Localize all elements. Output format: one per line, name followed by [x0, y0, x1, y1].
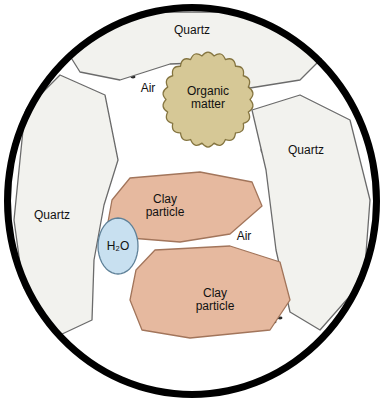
- clay-particle: Clay particle: [130, 246, 290, 338]
- water-drop-label: H₂O: [107, 240, 130, 253]
- water-drop: H₂O: [98, 218, 138, 274]
- organic-matter-blob-shape: [163, 52, 253, 147]
- organic-matter-blob-label: Organic matter: [179, 85, 237, 111]
- organic-matter-blob: Organic matter: [158, 48, 258, 151]
- view-ring: [4, 4, 380, 398]
- pore-label: Air: [141, 82, 156, 95]
- soil-view: QuartzQuartzOrganic matterQuartzClay par…: [4, 4, 380, 398]
- quartz-grain: Quartz: [14, 75, 118, 335]
- clay-particle-label: Clay particle: [185, 287, 245, 313]
- quartz-grain-label: Quartz: [288, 144, 324, 157]
- clay-particle-label: Clay particle: [135, 193, 195, 219]
- water-drop-shape: [98, 218, 138, 274]
- pore-label: Air: [237, 230, 252, 243]
- clay-particle-shape: [130, 246, 290, 338]
- quartz-grain-outline: [14, 75, 118, 335]
- quartz-grain-label: Quartz: [174, 24, 210, 37]
- quartz-grain-shape: [14, 75, 118, 335]
- quartz-grain-label: Quartz: [34, 209, 70, 222]
